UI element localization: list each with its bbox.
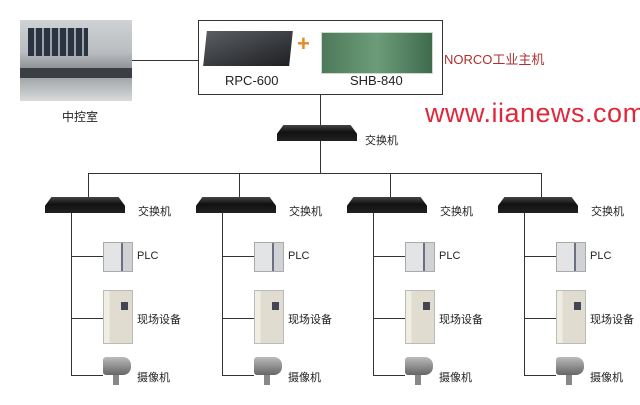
- camera-image: [556, 357, 584, 385]
- camera-label: 摄像机: [590, 372, 623, 384]
- connector-line: [373, 256, 405, 257]
- chassis-label: RPC-600: [225, 73, 279, 88]
- connector-line: [524, 213, 525, 375]
- control-room-label: 中控室: [62, 110, 99, 124]
- plus-sign: +: [297, 31, 310, 56]
- connector-line: [222, 213, 223, 375]
- plc-image: [556, 242, 586, 272]
- plc-image: [103, 242, 133, 272]
- connector-line: [222, 256, 254, 257]
- camera-image: [103, 357, 131, 385]
- chassis-image: [203, 31, 293, 66]
- core-switch-image: [277, 125, 357, 141]
- plc-label: PLC: [590, 250, 612, 262]
- connector-line: [320, 94, 321, 126]
- connector-line: [88, 173, 89, 198]
- connector-line: [373, 213, 374, 375]
- switch-label: 交换机: [440, 206, 473, 218]
- field-device-label: 现场设备: [288, 314, 332, 326]
- field-device-image: [556, 290, 586, 344]
- camera-label: 摄像机: [137, 372, 170, 384]
- switch-image: [498, 197, 578, 213]
- switch-label: 交换机: [289, 206, 322, 218]
- connector-line: [320, 141, 321, 173]
- connector-line: [390, 173, 391, 198]
- field-device-label: 现场设备: [590, 314, 634, 326]
- plc-image: [254, 242, 284, 272]
- connector-line: [524, 375, 556, 376]
- field-device-label: 现场设备: [137, 314, 181, 326]
- connector-line: [71, 318, 103, 319]
- connector-line: [524, 318, 556, 319]
- connector-line: [373, 318, 405, 319]
- connector-line: [239, 173, 240, 198]
- camera-image: [405, 357, 433, 385]
- switch-image: [347, 197, 427, 213]
- core-switch-label: 交换机: [365, 135, 398, 147]
- switch-image: [196, 197, 276, 213]
- field-device-image: [103, 290, 133, 344]
- switch-image: [45, 197, 125, 213]
- industrial-host-box: + RPC-600 SHB-840: [198, 20, 443, 95]
- plc-label: PLC: [439, 250, 461, 262]
- connector-line: [71, 375, 103, 376]
- watermark: www.iianews.com: [425, 98, 640, 128]
- camera-label: 摄像机: [288, 372, 321, 384]
- connector-line: [71, 256, 103, 257]
- camera-image: [254, 357, 282, 385]
- plc-label: PLC: [137, 250, 159, 262]
- connector-line: [222, 318, 254, 319]
- plc-image: [405, 242, 435, 272]
- connector-line: [222, 375, 254, 376]
- connector-line: [132, 60, 198, 61]
- host-title: NORCO工业主机: [444, 52, 545, 67]
- switch-label: 交换机: [138, 206, 171, 218]
- connector-line: [524, 256, 556, 257]
- connector-line: [373, 375, 405, 376]
- camera-label: 摄像机: [439, 372, 472, 384]
- field-device-image: [405, 290, 435, 344]
- bus-line: [88, 173, 542, 174]
- plc-label: PLC: [288, 250, 310, 262]
- connector-line: [71, 213, 72, 375]
- switch-label: 交换机: [591, 206, 624, 218]
- field-device-image: [254, 290, 284, 344]
- board-image: [321, 32, 433, 74]
- board-label: SHB-840: [350, 73, 403, 88]
- control-room-photo: [20, 20, 132, 101]
- field-device-label: 现场设备: [439, 314, 483, 326]
- connector-line: [541, 173, 542, 198]
